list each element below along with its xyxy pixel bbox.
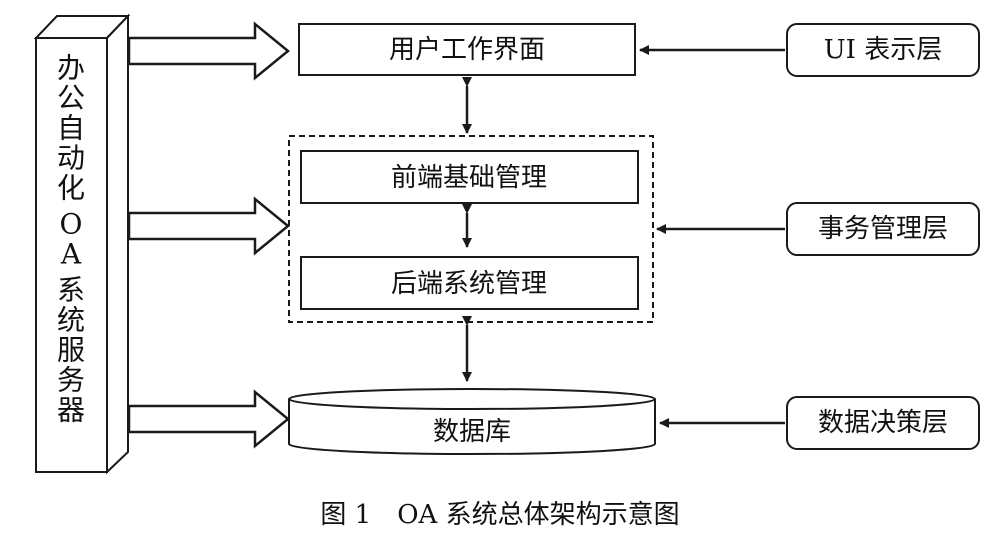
server-to-ui-arrow [127,21,290,81]
ui-interface-box [298,23,636,76]
server-label-char: 服 [57,334,85,367]
ui-layer-label-box [786,23,980,77]
business-layer-label-box [786,202,980,256]
database-cylinder-top [288,388,656,410]
server-label-char: O [60,208,83,241]
ui-interface-label: 用户工作界面 [389,35,545,65]
server-label-char: 系 [57,274,85,307]
business-layer-label: 事务管理层 [818,214,948,244]
server-label-char: 化 [57,172,85,205]
database-label: 数据库 [433,417,511,447]
server-label-char: 办 [57,52,85,85]
server-label-char: A [60,238,82,271]
server-box-side-face [106,13,129,475]
database-cylinder-body [288,399,656,455]
data-layer-label: 数据决策层 [818,408,948,438]
server-to-database-arrow [127,389,290,449]
server-label-char: 自 [57,112,85,145]
data-layer-label-box [786,396,980,450]
server-to-business-arrow [127,196,290,256]
server-label-char: 公 [57,82,85,115]
figure-caption: 图 1 OA 系统总体架构示意图 [320,500,679,530]
frontend-mgmt-box [300,150,639,204]
server-box-front-face [35,37,108,473]
server-label-char: 统 [57,304,85,337]
server-label-char: 务 [57,364,85,397]
server-label-char: 器 [57,394,85,427]
backend-mgmt-label: 后端系统管理 [391,269,547,299]
server-label-char: 动 [57,142,85,175]
ui-layer-label: UI 表示层 [824,35,942,65]
frontend-mgmt-label: 前端基础管理 [391,163,547,193]
database-cylinder [288,388,656,455]
backend-mgmt-box [300,256,639,310]
